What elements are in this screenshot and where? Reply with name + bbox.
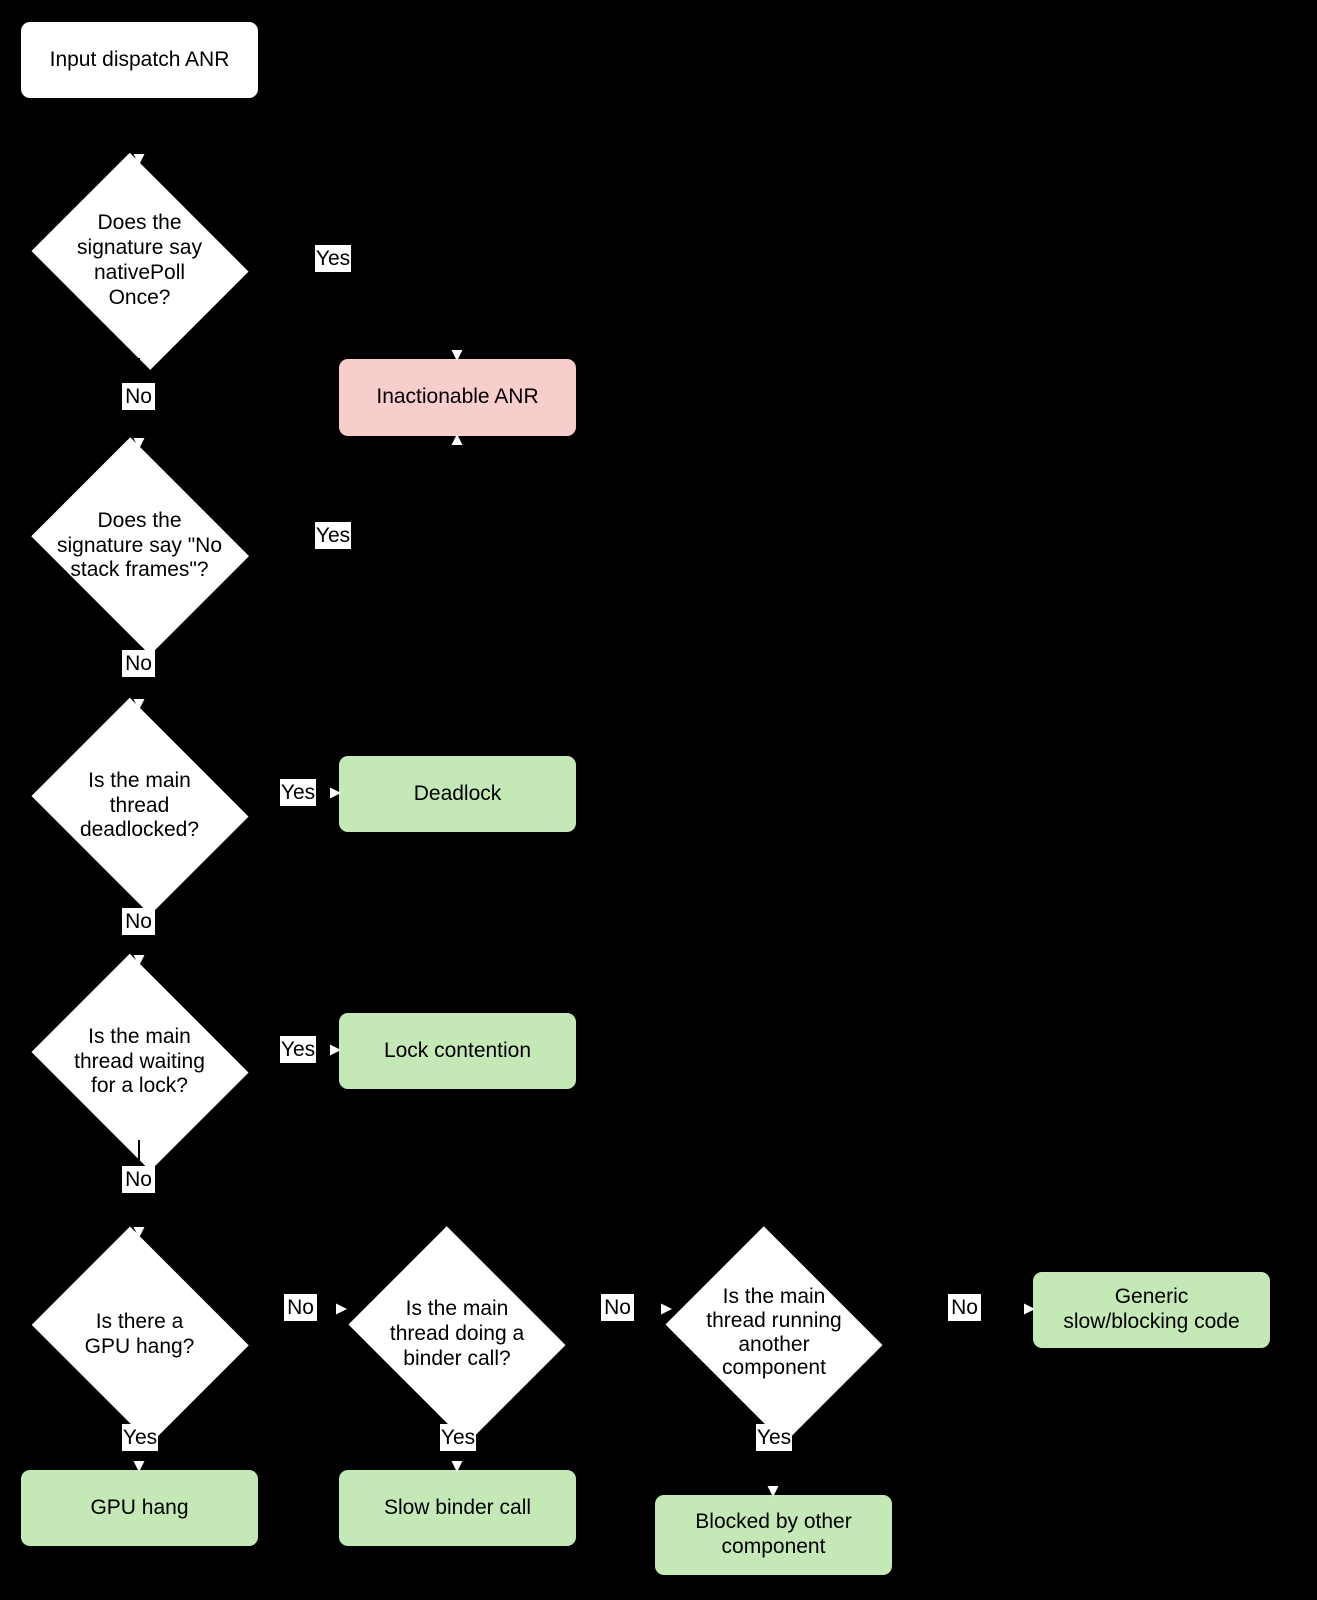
- node-start-label: Input dispatch ANR: [49, 47, 230, 71]
- edge-label-d4-no: No: [122, 1166, 155, 1193]
- node-decision-main-thread-deadlocked-label: Is the main thread deadlocked?: [79, 768, 200, 842]
- node-result-slow-binder-call[interactable]: Slow binder call: [339, 1470, 576, 1546]
- edge-label-d6-no: No: [601, 1294, 634, 1321]
- node-result-gpu-hang-label: GPU hang: [90, 1495, 189, 1519]
- node-result-blocked-by-other-component-label: Blocked by other component: [695, 1510, 852, 1558]
- edge-label-d2-no: No: [122, 650, 155, 677]
- edge-label-d3-no: No: [122, 908, 155, 935]
- node-result-inactionable-anr[interactable]: Inactionable ANR: [339, 359, 576, 436]
- edge-label-d6-yes: Yes: [440, 1424, 476, 1451]
- edge-label-d1-no: No: [122, 383, 155, 410]
- edge-label-d2-yes: Yes: [315, 522, 351, 549]
- node-decision-running-another-component[interactable]: Is the main thread running another compo…: [655, 1225, 893, 1444]
- node-decision-nativepollonce-label: Does the signature say nativePoll Once?: [77, 211, 202, 309]
- node-decision-no-stack-frames[interactable]: Does the signature say "No stack frames"…: [21, 437, 258, 655]
- edge-label-d5-no: No: [284, 1294, 317, 1321]
- node-result-slow-binder-call-label: Slow binder call: [383, 1495, 532, 1519]
- node-result-blocked-by-other-component[interactable]: Blocked by other component: [655, 1495, 892, 1575]
- edge-label-d4-yes: Yes: [280, 1036, 316, 1063]
- node-result-gpu-hang[interactable]: GPU hang: [21, 1470, 258, 1546]
- edge-label-d7-yes: Yes: [756, 1424, 792, 1451]
- node-decision-gpu-hang[interactable]: Is there a GPU hang?: [21, 1226, 258, 1443]
- edge-label-d7-no: No: [948, 1294, 981, 1321]
- node-start-input-dispatch-anr[interactable]: Input dispatch ANR: [21, 22, 258, 98]
- node-decision-main-thread-deadlocked[interactable]: Is the main thread deadlocked?: [21, 697, 258, 915]
- node-decision-waiting-for-lock-label: Is the main thread waiting for a lock?: [74, 1024, 205, 1098]
- node-decision-no-stack-frames-label: Does the signature say "No stack frames"…: [56, 508, 223, 582]
- node-result-generic-slow-blocking-code-label: Generic slow/blocking code: [1063, 1285, 1240, 1333]
- node-result-deadlock-label: Deadlock: [413, 781, 502, 805]
- node-decision-running-another-component-label: Is the main thread running another compo…: [706, 1284, 842, 1380]
- node-decision-gpu-hang-label: Is there a GPU hang?: [84, 1309, 195, 1358]
- node-result-deadlock[interactable]: Deadlock: [339, 756, 576, 832]
- node-result-lock-contention[interactable]: Lock contention: [339, 1013, 576, 1089]
- node-decision-binder-call[interactable]: Is the main thread doing a binder call?: [338, 1225, 576, 1444]
- node-result-lock-contention-label: Lock contention: [383, 1038, 532, 1062]
- node-decision-binder-call-label: Is the main thread doing a binder call?: [389, 1297, 525, 1370]
- edge-label-d5-yes: Yes: [122, 1424, 158, 1451]
- node-decision-waiting-for-lock[interactable]: Is the main thread waiting for a lock?: [21, 953, 258, 1171]
- edge-label-d1-yes: Yes: [315, 245, 351, 272]
- edge-label-d3-yes: Yes: [280, 779, 316, 806]
- node-decision-nativepollonce[interactable]: Does the signature say nativePoll Once?: [21, 152, 258, 370]
- node-result-generic-slow-blocking-code[interactable]: Generic slow/blocking code: [1033, 1272, 1270, 1348]
- node-result-inactionable-anr-label: Inactionable ANR: [376, 385, 539, 409]
